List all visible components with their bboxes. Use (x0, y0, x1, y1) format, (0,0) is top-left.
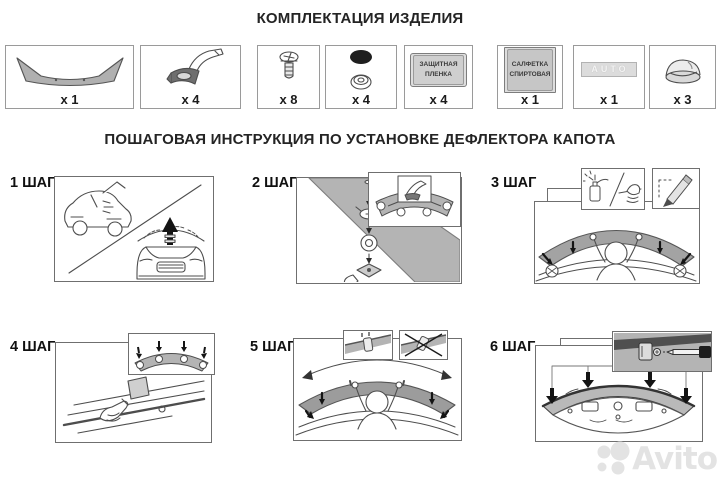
step-5-inset-wrong (399, 330, 448, 360)
step-3-connector-h (547, 188, 581, 189)
step-1-illustration (64, 181, 206, 280)
clean-surface-icon (583, 170, 642, 207)
step-6-connector-h (560, 338, 612, 339)
wipe-label: САЛФЕТКА СПИРТОВАЯ (509, 60, 551, 78)
film-positions-icon (134, 341, 209, 372)
step-1-label: 1 ШАГ (10, 175, 56, 191)
part-box-film: ЗАЩИТНАЯ ПЛЕНКА x 4 (404, 45, 473, 109)
part-box-emblem: AUTO x 1 (573, 45, 645, 109)
part-qty: x 8 (279, 92, 298, 107)
step-6-label: 6 ШАГ (490, 339, 536, 355)
avito-watermark: Avito (592, 439, 718, 479)
step-2-label: 2 ШАГ (252, 175, 298, 191)
kit-title: КОМПЛЕКТАЦИЯ ИЗДЕЛИЯ (256, 10, 464, 27)
part-box-deflector: x 1 (5, 45, 134, 109)
step-5-illustration (295, 359, 459, 436)
step-5-inset-correct (343, 330, 393, 360)
step-3-inset-clean (581, 168, 645, 210)
step-3-box (534, 201, 700, 284)
clamp-correct-icon (345, 332, 391, 354)
part-box-wipe: САЛФЕТКА СПИРТОВАЯ x 1 (497, 45, 563, 109)
rubber-plug-icon (664, 58, 701, 84)
step-6-inset (612, 331, 712, 372)
step-3-label: 3 ШАГ (491, 175, 537, 191)
film-label: ЗАЩИТНАЯ ПЛЕНКА (419, 60, 458, 78)
step-4-inset (128, 333, 215, 375)
alcohol-wipe-icon: САЛФЕТКА СПИРТОВАЯ (504, 46, 556, 93)
step-2-inset-illustration (375, 175, 454, 217)
step-2-inset (368, 172, 461, 227)
part-qty: x 3 (673, 92, 692, 107)
screwdriver-tighten-icon (613, 332, 711, 371)
hood-deflector-icon (15, 56, 124, 86)
mounting-clamp-icon (165, 47, 224, 85)
cap-and-washer-icon (350, 49, 372, 90)
step-2-illustration (308, 178, 460, 282)
avito-logo-icon (597, 441, 630, 475)
part-qty: x 4 (351, 92, 371, 107)
protective-film-icon: ЗАЩИТНАЯ ПЛЕНКА (410, 52, 467, 87)
part-qty: x 1 (60, 92, 79, 107)
part-qty: x 4 (429, 92, 448, 107)
auto-emblem-icon: AUTO (581, 62, 637, 77)
step-5-label: 5 ШАГ (250, 339, 296, 355)
part-box-cap-washer: x 4 (325, 45, 397, 109)
pencil-mark-icon (658, 174, 693, 207)
part-box-clamp: x 4 (140, 45, 241, 109)
part-qty: x 4 (181, 92, 200, 107)
steps-title: ПОШАГОВАЯ ИНСТРУКЦИЯ ПО УСТАНОВКЕ ДЕФЛЕК… (104, 131, 616, 148)
step-3-illustration (535, 229, 697, 282)
step-3-connector-v (547, 188, 548, 202)
screw-icon (278, 50, 299, 79)
part-qty: x 1 (599, 92, 619, 107)
part-box-screw: x 8 (257, 45, 320, 109)
step-4-label: 4 ШАГ (10, 339, 56, 355)
clamp-wrong-icon (401, 333, 446, 357)
step-6-illustration (541, 365, 696, 434)
step-1-box (54, 176, 214, 282)
step-3-inset-mark (652, 168, 700, 209)
step-6-connector-v (560, 338, 561, 346)
part-qty: x 1 (520, 92, 540, 107)
avito-text: Avito (632, 440, 718, 477)
part-box-plug: x 3 (649, 45, 716, 109)
